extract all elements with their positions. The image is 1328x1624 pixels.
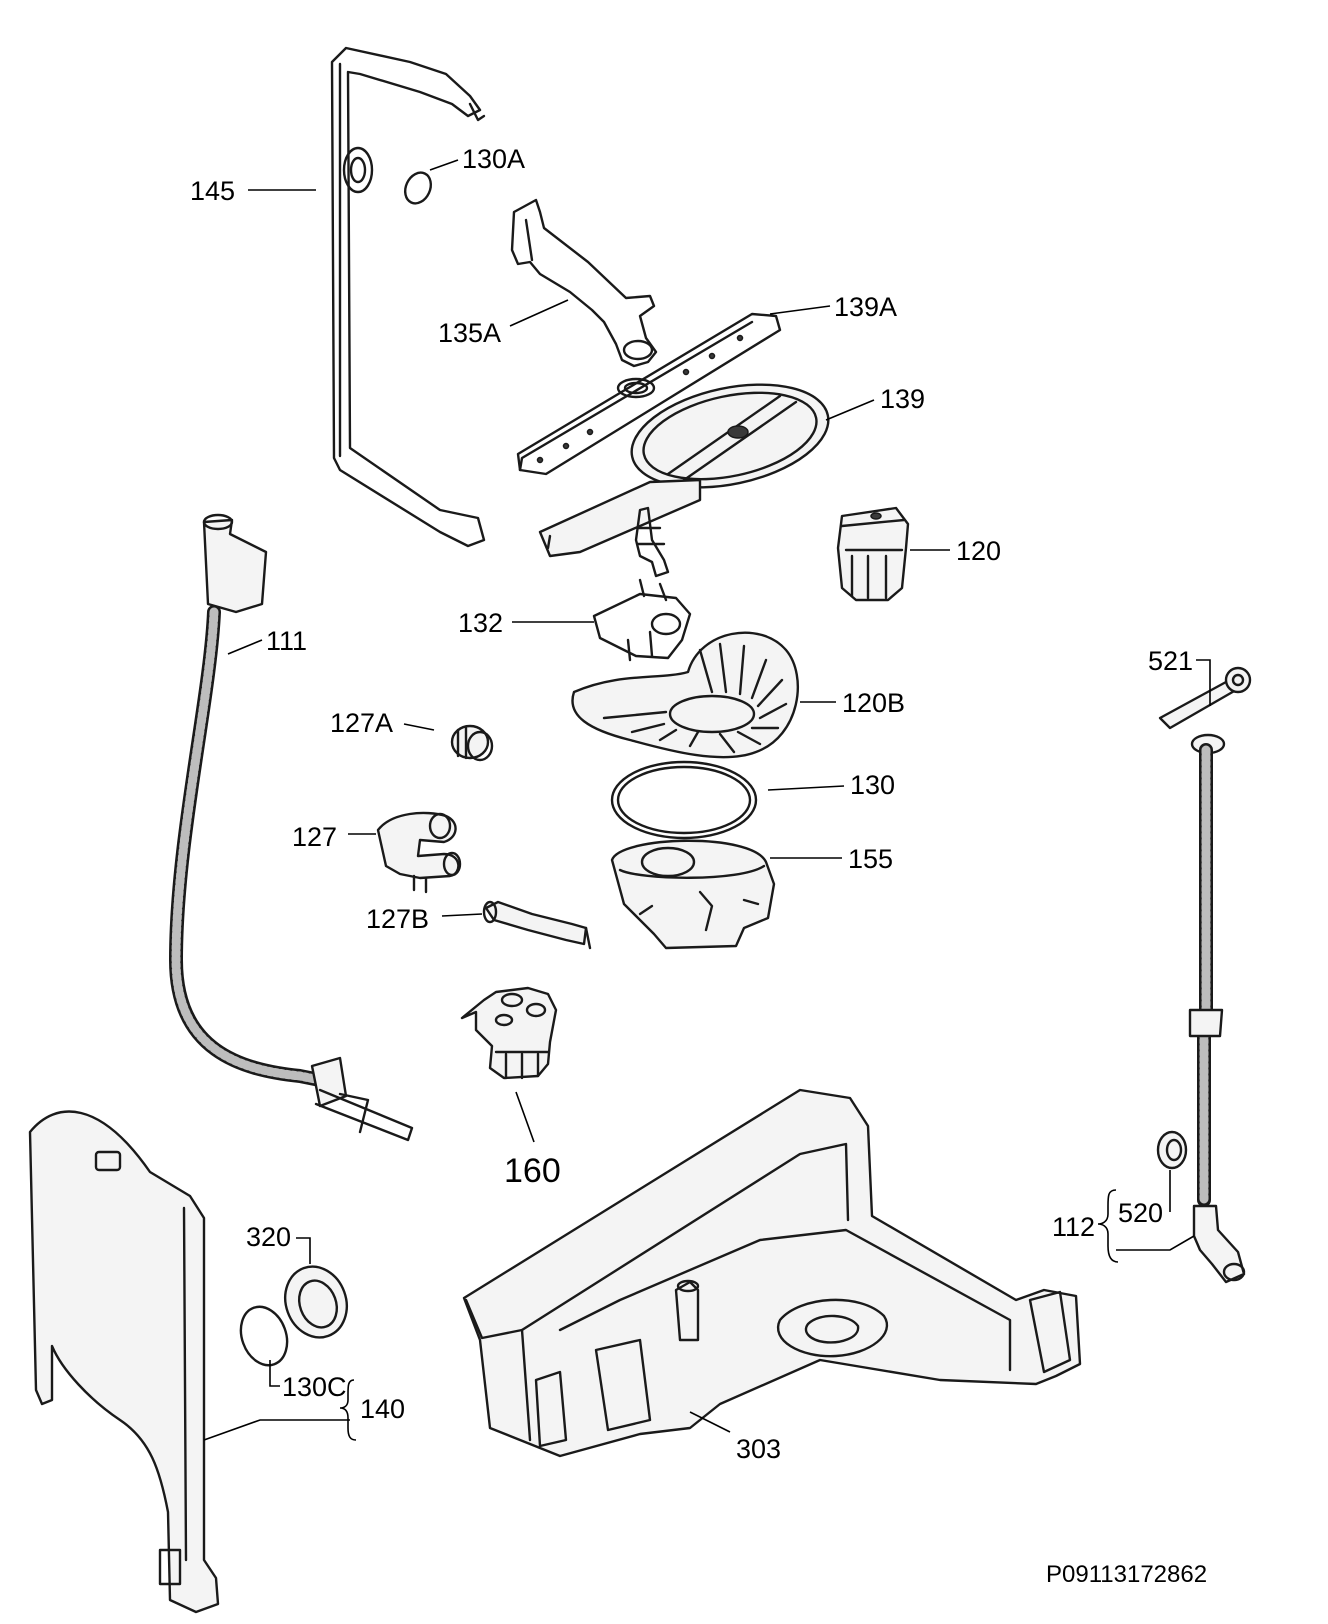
label-140: 140: [360, 1394, 405, 1424]
label-521: 521: [1148, 646, 1193, 676]
part-130-seal-ring: [610, 760, 758, 840]
part-160-pump: [460, 986, 558, 1080]
label-135A: 135A: [438, 318, 501, 348]
leader-127A: [403, 723, 435, 731]
label-320: 320: [246, 1222, 291, 1252]
leader-130A: [429, 159, 459, 171]
part-303-base-tray: [462, 1088, 1082, 1458]
part-521-key: [1158, 666, 1252, 730]
part-135A-arm-bracket: [510, 198, 658, 368]
label-139A: 139A: [834, 292, 897, 322]
part-520-sleeve: [1156, 1130, 1188, 1170]
brace-140: [339, 1379, 357, 1441]
leader-320: [296, 1237, 311, 1264]
part-112-inlet-hose: [1188, 733, 1246, 1284]
label-130A: 130A: [462, 144, 525, 174]
part-139A-upper-spray-arm: [516, 312, 782, 476]
part-130-seal-inner: [616, 765, 752, 835]
part-130A-o-ring: [403, 171, 433, 205]
label-127A: 127A: [330, 708, 393, 738]
leader-127B: [441, 913, 483, 917]
leader-130C: [269, 1360, 280, 1387]
part-140-side-panel: [28, 1110, 220, 1614]
leader-521: [1196, 659, 1211, 706]
label-111: 111: [266, 626, 307, 656]
part-139-lower-spray-arm: [538, 383, 830, 578]
leader-130: [767, 785, 845, 791]
leader-135A: [509, 299, 569, 327]
leader-112: [1116, 1235, 1195, 1251]
label-130: 130: [850, 770, 895, 800]
label-139: 139: [880, 384, 925, 414]
leader-140: [203, 1419, 350, 1441]
diagram-code: P09113172862: [1046, 1561, 1207, 1588]
part-155-sump: [610, 839, 776, 950]
label-160: 160: [504, 1152, 561, 1190]
part-120-filter: [836, 506, 910, 602]
part-120B-flat-filter: [571, 631, 799, 759]
leader-303: [689, 1411, 731, 1433]
label-127: 127: [292, 822, 337, 852]
part-127A-coupling: [450, 724, 494, 762]
label-127B: 127B: [366, 904, 429, 934]
label-303: 303: [736, 1434, 781, 1464]
label-120: 120: [956, 536, 1001, 566]
part-127-elbow: [376, 811, 462, 894]
part-145-supply-pipe: [330, 46, 486, 548]
leader-139A: [769, 305, 831, 315]
label-155: 155: [848, 844, 893, 874]
leader-lines: [203, 159, 1211, 1441]
leader-111: [227, 639, 263, 655]
brace-112: [1097, 1189, 1119, 1263]
part-111-drain-hose: [168, 513, 414, 1142]
label-520: 520: [1118, 1198, 1163, 1228]
label-145: 145: [190, 176, 235, 206]
leader-139: [825, 399, 875, 421]
leader-160: [515, 1091, 535, 1143]
label-112: 112: [1052, 1212, 1095, 1242]
label-130C: 130C: [282, 1372, 347, 1402]
part-130C-seal-ring: [239, 1305, 289, 1367]
label-120B: 120B: [842, 688, 905, 718]
label-132: 132: [458, 608, 503, 638]
part-132-sensor-bracket: [592, 578, 692, 662]
part-127B-tube: [482, 900, 592, 950]
part-320-gasket: [284, 1265, 348, 1339]
